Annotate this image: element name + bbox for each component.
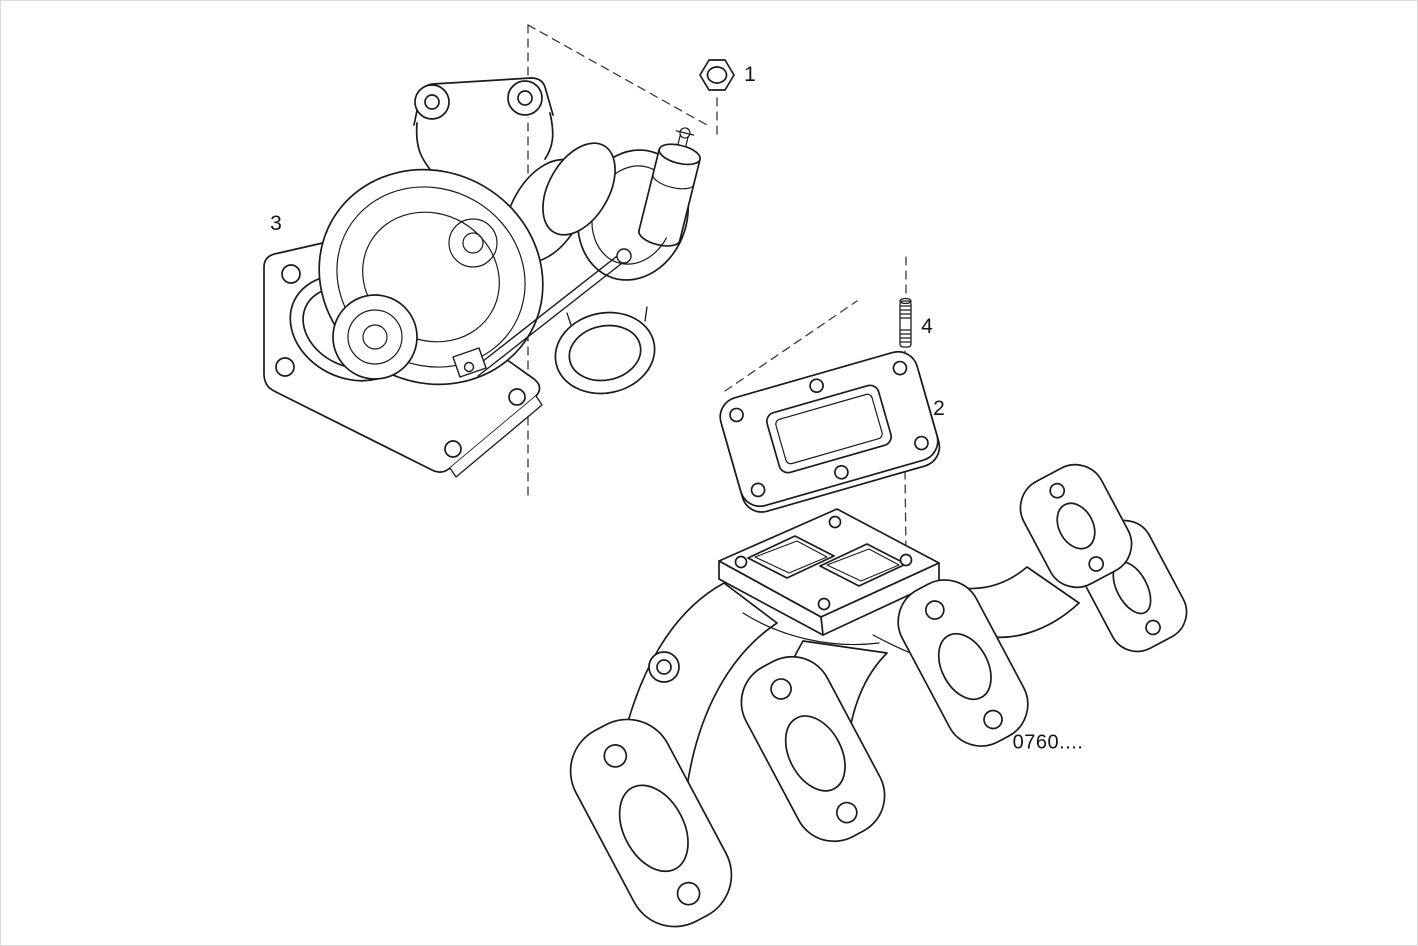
manifold-port-flange-2	[740, 655, 886, 843]
callout-label-2: 2	[933, 397, 945, 420]
turbo-outlet-pipe	[554, 306, 656, 395]
turbo-inlet-flange	[413, 77, 554, 174]
stud-drawing	[899, 297, 912, 348]
manifold-port-flange-3	[897, 579, 1029, 747]
gasket-drawing	[719, 350, 941, 513]
hex-nut-drawing	[699, 59, 735, 91]
callout-label-1: 1	[744, 63, 756, 86]
turbocharger-drawing	[263, 77, 701, 478]
manifold-end-flange-upper	[1019, 463, 1133, 589]
turbo-wastegate-rod	[452, 248, 632, 378]
manifold-turbo-flange	[718, 508, 940, 636]
callout-label-4: 4	[921, 315, 933, 338]
turbo-compressor-housing	[318, 168, 544, 386]
turbo-actuator	[638, 127, 701, 247]
exhaust-manifold-drawing	[569, 463, 1188, 928]
manifold-port-flange-1	[569, 718, 733, 928]
manifold-reference-code: 0760....	[1012, 731, 1084, 754]
callout-label-3: 3	[270, 212, 282, 235]
